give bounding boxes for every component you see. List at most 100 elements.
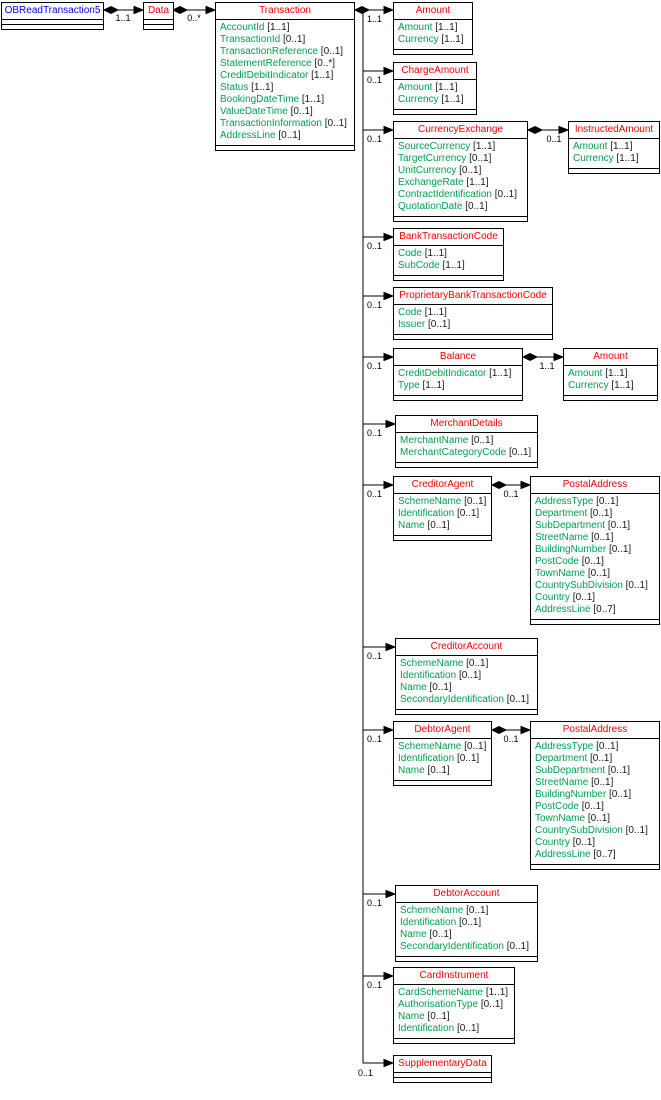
connector-balance-amount xyxy=(521,352,565,362)
attribute: TargetCurrency [0..1] xyxy=(398,153,492,164)
class-title: MerchantDetails xyxy=(396,416,537,433)
class-data: Data xyxy=(143,2,174,30)
attribute: AddressLine [0..7] xyxy=(535,604,616,615)
attribute: MerchantCategoryCode [0..1] xyxy=(400,447,532,458)
attribute: SchemeName [0..1] xyxy=(398,496,487,507)
multiplicity-label: 1..1 xyxy=(367,14,383,24)
attribute: Amount [1..1] xyxy=(573,141,633,152)
attribute: Name [0..1] xyxy=(398,520,450,531)
class-title: ChargeAmount xyxy=(394,63,476,80)
attribute: Currency [1..1] xyxy=(573,153,639,164)
multiplicity-label: 0..1 xyxy=(367,134,383,144)
multiplicity-label: 0..1 xyxy=(358,1068,374,1078)
attribute: SecondaryIdentification [0..1] xyxy=(400,941,529,952)
multiplicity-label: 0..1 xyxy=(367,898,383,908)
class-title: Amount xyxy=(394,3,472,20)
class-debtoragent: DebtorAgent SchemeName [0..1] Identifica… xyxy=(393,721,492,786)
attribute: Name [0..1] xyxy=(400,682,452,693)
class-attributes: SourceCurrency [1..1] TargetCurrency [0.… xyxy=(394,139,527,217)
attribute: Code [1..1] xyxy=(398,307,447,318)
class-title: DebtorAgent xyxy=(394,722,491,739)
class-attributes: CreditDebitIndicator [1..1] Type [1..1] xyxy=(394,366,522,396)
attribute: Amount [1..1] xyxy=(568,368,628,379)
connector-transaction-supplementarydata xyxy=(363,1058,395,1068)
connector-debtoragent-postaladdress xyxy=(490,725,532,735)
class-proprietarybanktransactioncode: ProprietaryBankTransactionCode Code [1..… xyxy=(393,287,553,340)
class-attributes: CardSchemeName [1..1] AuthorisationType … xyxy=(394,985,514,1039)
attribute: Country [0..1] xyxy=(535,592,596,603)
class-attributes: SchemeName [0..1] Identification [0..1] … xyxy=(396,903,537,957)
connector-transaction-cardinstrument xyxy=(363,971,395,981)
attribute: CountrySubDivision [0..1] xyxy=(535,825,648,836)
class-operations-compartment xyxy=(394,1039,514,1043)
attribute: UnitCurrency [0..1] xyxy=(398,165,482,176)
attribute: PostCode [0..1] xyxy=(535,556,604,567)
attribute: ContractIdentification [0..1] xyxy=(398,189,517,200)
multiplicity-label: 0..1 xyxy=(367,489,383,499)
attribute: Amount [1..1] xyxy=(398,82,458,93)
attribute: CardSchemeName [1..1] xyxy=(398,987,509,998)
attribute: CountrySubDivision [0..1] xyxy=(535,580,648,591)
attribute: CreditDebitIndicator [1..1] xyxy=(398,368,512,379)
class-attributes: AccountId [1..1] TransactionId [0..1] Tr… xyxy=(216,20,354,146)
class-chargeamount: ChargeAmount Amount [1..1] Currency [1..… xyxy=(393,62,477,115)
attribute: SourceCurrency [1..1] xyxy=(398,141,496,152)
connector-transaction-debtoraccount xyxy=(363,889,397,899)
attribute: TransactionInformation [0..1] xyxy=(220,118,347,129)
connector-transaction-banktransactioncode xyxy=(363,232,395,242)
class-balance: Balance CreditDebitIndicator [1..1] Type… xyxy=(393,348,523,401)
attribute: Identification [0..1] xyxy=(398,508,480,519)
attribute: Amount [1..1] xyxy=(398,22,458,33)
attribute: TownName [0..1] xyxy=(535,568,611,579)
attribute: Status [1..1] xyxy=(220,82,274,93)
class-title: Transaction xyxy=(216,3,354,20)
class-attributes: MerchantName [0..1] MerchantCategoryCode… xyxy=(396,433,537,463)
attribute: SchemeName [0..1] xyxy=(398,741,487,752)
attribute: Code [1..1] xyxy=(398,248,447,259)
attribute: ExchangeRate [1..1] xyxy=(398,177,489,188)
multiplicity-label: 0..1 xyxy=(367,651,383,661)
connector-transaction-chargeamount xyxy=(363,66,395,76)
multiplicity-label: 0..1 xyxy=(367,980,383,990)
attribute: SubDepartment [0..1] xyxy=(535,520,631,531)
class-attributes xyxy=(394,1073,491,1078)
class-attributes xyxy=(2,20,103,25)
attribute: SubCode [1..1] xyxy=(398,260,465,271)
attribute: Name [0..1] xyxy=(398,765,450,776)
attribute: MerchantName [0..1] xyxy=(400,435,494,446)
multiplicity-label: 0..1 xyxy=(367,428,383,438)
attribute: QuotationDate [0..1] xyxy=(398,201,488,212)
connector-transaction-currencyexchange xyxy=(363,125,395,135)
class-attributes: Amount [1..1] Currency [1..1] xyxy=(394,80,476,110)
class-operations-compartment xyxy=(216,146,354,150)
attribute: ValueDateTime [0..1] xyxy=(220,106,313,117)
class-title: CurrencyExchange xyxy=(394,122,527,139)
class-attributes: SchemeName [0..1] Identification [0..1] … xyxy=(394,739,491,781)
class-title: OBReadTransaction5 xyxy=(2,3,103,20)
attribute: AccountId [1..1] xyxy=(220,22,290,33)
class-cardinstrument: CardInstrument CardSchemeName [1..1] Aut… xyxy=(393,967,515,1044)
class-merchantdetails: MerchantDetails MerchantName [0..1] Merc… xyxy=(395,415,538,468)
attribute: AddressType [0..1] xyxy=(535,496,619,507)
attribute: StatementReference [0..*] xyxy=(220,58,336,69)
attribute: SchemeName [0..1] xyxy=(400,658,489,669)
attribute: AddressLine [0..1] xyxy=(220,130,301,141)
class-postaladdress-debtor: PostalAddress AddressType [0..1] Departm… xyxy=(530,721,660,870)
multiplicity-label: 0..1 xyxy=(367,75,383,85)
attribute: StreetName [0..1] xyxy=(535,777,614,788)
class-operations-compartment xyxy=(144,25,173,29)
connector-transaction-creditoragent xyxy=(363,480,395,490)
attribute: Identification [0..1] xyxy=(400,917,482,928)
attribute: BookingDateTime [1..1] xyxy=(220,94,325,105)
attribute: Name [0..1] xyxy=(398,1011,450,1022)
attribute: Issuer [0..1] xyxy=(398,319,451,330)
class-attributes: Amount [1..1] Currency [1..1] xyxy=(569,139,659,169)
class-operations-compartment xyxy=(394,781,491,785)
class-operations-compartment xyxy=(394,335,552,339)
class-title: Balance xyxy=(394,349,522,366)
class-attributes: AddressType [0..1] Department [0..1] Sub… xyxy=(531,494,659,620)
attribute: Department [0..1] xyxy=(535,753,613,764)
class-operations-compartment xyxy=(564,396,657,400)
attribute: StreetName [0..1] xyxy=(535,532,614,543)
attribute: TransactionReference [0..1] xyxy=(220,46,344,57)
